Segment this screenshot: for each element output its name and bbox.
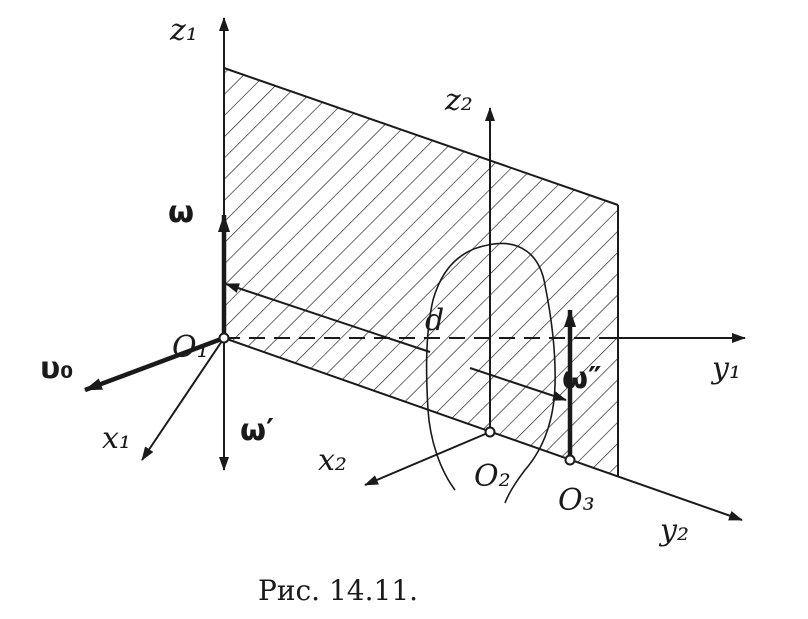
hatched-plane: [224, 68, 618, 477]
y2-axis: [223, 337, 743, 521]
rigid-body: [425, 242, 556, 504]
x2-axis: [364, 431, 491, 486]
label-d: d: [425, 303, 444, 338]
label-x1: x₁: [102, 421, 131, 456]
v0-vector: [84, 335, 225, 393]
d-dimension-arrow: [225, 283, 431, 353]
point-o2: [484, 426, 496, 438]
label-omega-double-prime: ω″: [562, 361, 601, 396]
label-v0: υ₀: [40, 351, 73, 386]
label-omega: ω: [168, 195, 194, 230]
label-omega-prime: ω′: [240, 413, 274, 448]
label-o1: O₁: [172, 330, 209, 365]
label-y2: y₂: [658, 513, 689, 548]
label-z1: z₁: [169, 13, 198, 48]
label-z2: z₂: [444, 83, 473, 118]
plane-top-edge: [223, 67, 619, 206]
figure-caption: Рис. 14.11.: [258, 574, 418, 607]
label-o2: O₂: [474, 459, 511, 494]
point-o3: [564, 454, 576, 466]
label-x2: x₂: [318, 443, 347, 478]
offset-arrow: [469, 367, 567, 401]
point-o1: [218, 332, 230, 344]
label-y1: y₁: [710, 351, 741, 386]
label-o3: O₃: [558, 483, 595, 518]
x1-axis: [141, 337, 225, 461]
